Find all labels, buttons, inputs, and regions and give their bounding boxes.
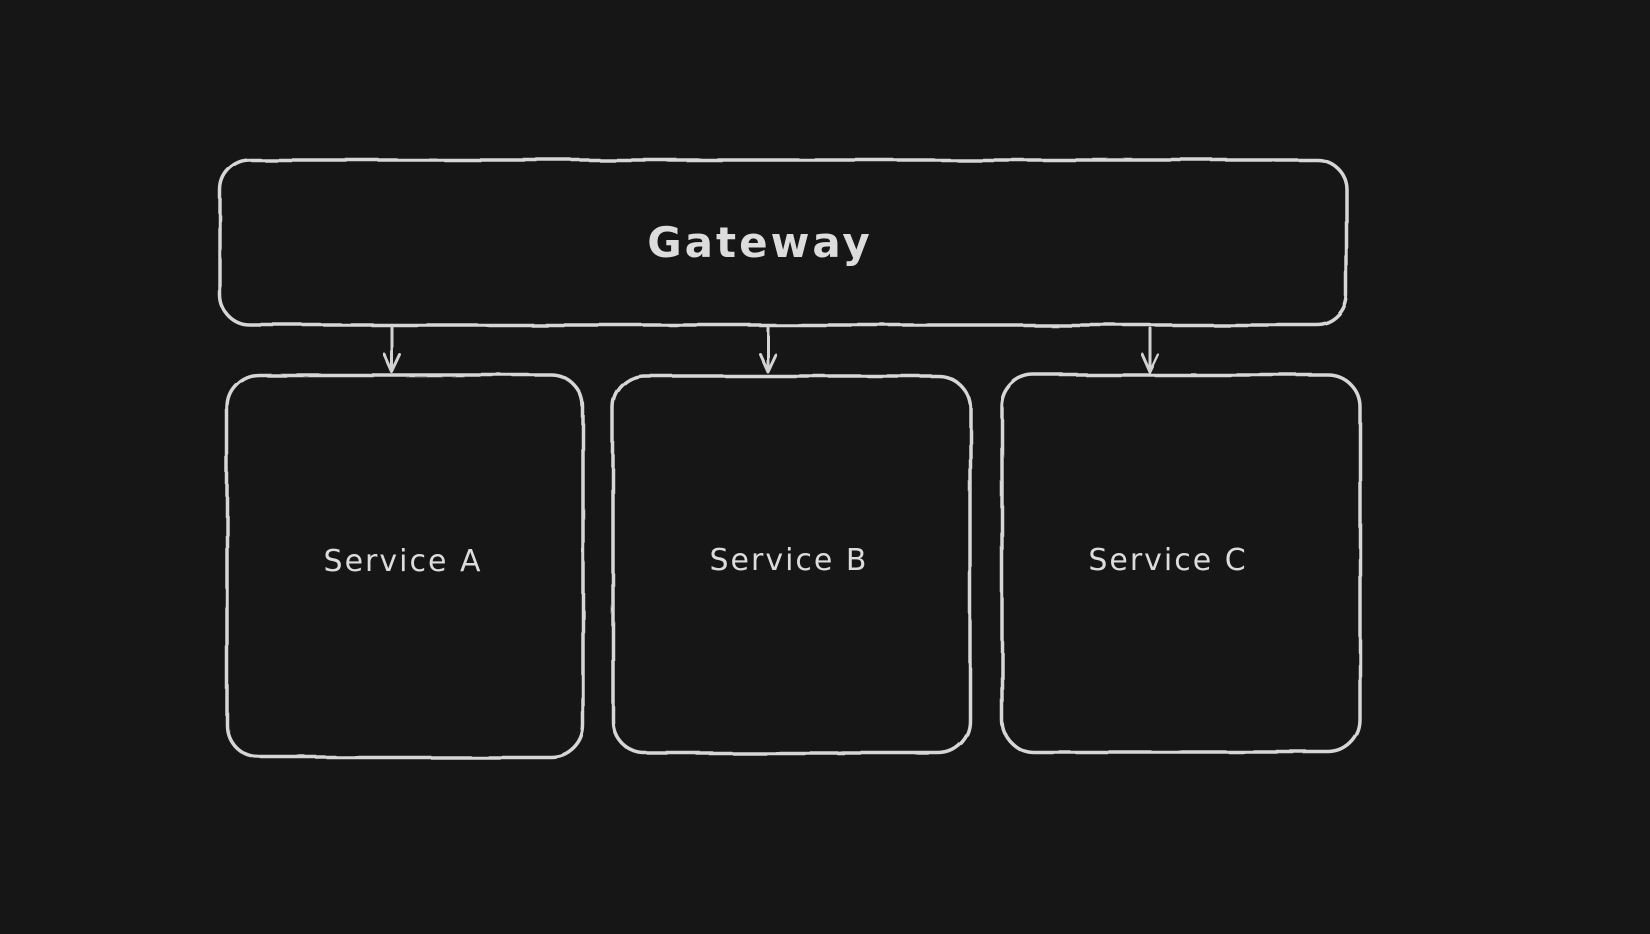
edge-gateway-to-service-c[interactable]	[1140, 326, 1160, 374]
service-c-label: Service C	[1088, 543, 1247, 578]
service-b-label: Service B	[710, 543, 869, 578]
arrowhead-down-icon	[382, 352, 402, 374]
node-service-a[interactable]: Service A	[225, 373, 585, 759]
node-service-b[interactable]: Service B	[611, 374, 972, 755]
arrowhead-down-icon	[1140, 352, 1160, 374]
edge-gateway-to-service-b[interactable]	[758, 326, 778, 374]
arrowhead-down-icon	[758, 352, 778, 374]
gateway-label: Gateway	[647, 218, 873, 267]
edge-gateway-to-service-a[interactable]	[382, 326, 402, 374]
node-service-c[interactable]: Service C	[1000, 373, 1362, 754]
service-a-box-outline	[225, 373, 585, 759]
gateway-box-outline	[218, 158, 1349, 327]
service-b-box-outline	[611, 374, 972, 755]
node-gateway[interactable]: Gateway	[218, 158, 1349, 327]
service-c-box-outline	[1000, 373, 1362, 754]
service-a-label: Service A	[324, 544, 483, 579]
